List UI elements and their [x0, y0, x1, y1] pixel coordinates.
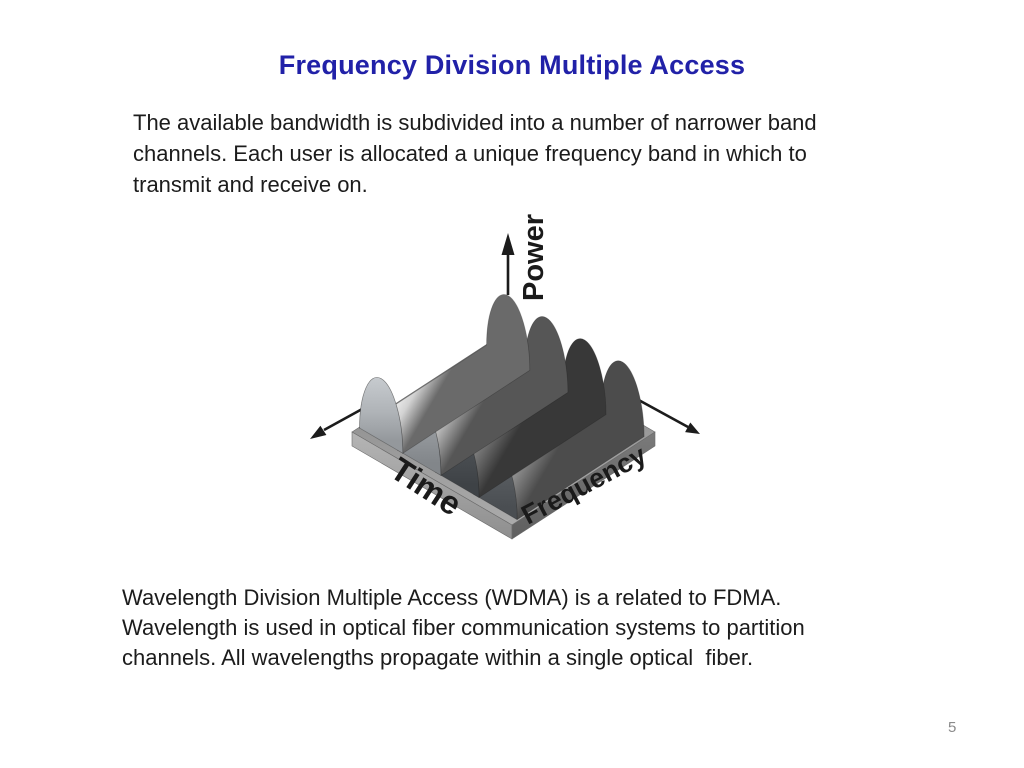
frequency-axis-arrow — [634, 396, 700, 434]
power-axis-arrow — [501, 233, 515, 295]
page-number: 5 — [948, 719, 957, 736]
intro-paragraph: The available bandwidth is subdivided in… — [133, 107, 817, 200]
power-axis-label: Power — [518, 214, 550, 301]
slide-title: Frequency Division Multiple Access — [278, 50, 746, 80]
time-axis-arrow — [310, 406, 365, 439]
intro-line-3: transmit and receive on. — [133, 172, 368, 197]
channel-ridge-1 — [359, 294, 531, 454]
footer-paragraph: Wavelength Division Multiple Access (WDM… — [122, 583, 805, 673]
fdma-3d-figure: Power Time Frequency — [310, 214, 700, 540]
intro-line-1: The available bandwidth is subdivided in… — [133, 110, 817, 135]
footer-line-2: Wavelength is used in optical fiber comm… — [122, 615, 805, 640]
footer-line-1: Wavelength Division Multiple Access (WDM… — [122, 585, 782, 610]
footer-line-3: channels. All wavelengths propagate with… — [122, 645, 754, 670]
slab-right-face — [511, 431, 656, 540]
intro-line-2: channels. Each user is allocated a uniqu… — [133, 141, 807, 166]
